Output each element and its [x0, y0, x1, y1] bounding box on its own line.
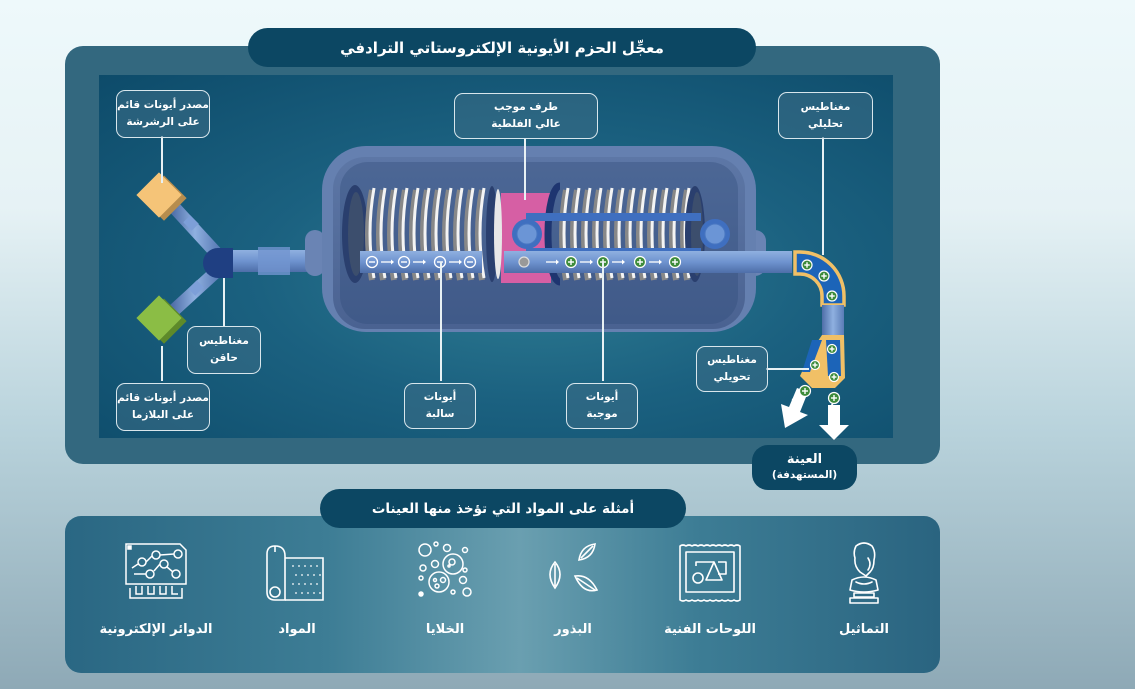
roll-pattern-dot	[310, 565, 312, 567]
page-title: معجِّل الحزم الأيونية الإلكتروستاتي التر…	[248, 28, 756, 67]
roll-pattern-dot	[313, 574, 315, 576]
sample-target: العينة (المستهدفة)	[752, 445, 857, 490]
surface-source-pipe	[167, 200, 223, 260]
roll-pattern-dot	[298, 583, 300, 585]
switching-magnet	[800, 335, 845, 388]
source-beamlines	[167, 200, 308, 317]
coil-ring-highlight	[478, 187, 486, 279]
roll-pattern-dot	[310, 583, 312, 585]
leader-negative-ions	[440, 262, 442, 381]
cells-icon	[418, 541, 472, 597]
circuit-board-icon	[125, 543, 187, 599]
label-switching-magnet: مغناطيس تحويلي	[696, 346, 768, 392]
analyzing-magnet	[793, 250, 846, 335]
leader-injector	[223, 278, 225, 326]
negative-ion	[463, 255, 477, 269]
roll-pattern-dot	[319, 574, 321, 576]
example-paintings: اللوحات الفنية	[640, 540, 780, 650]
roll-pattern-dot	[307, 592, 309, 594]
label-terminal: طرف موجب عالي الفلطية	[454, 93, 598, 139]
example-statues: التماثيل	[794, 540, 934, 650]
plasma-ion-source	[136, 295, 187, 344]
ion-output-arrows	[781, 384, 849, 440]
painting-icon	[679, 544, 741, 602]
label-surface-ion-source: مصدر أيونات قائم على الرشرشة	[116, 90, 210, 138]
leader-surface-source	[161, 136, 163, 183]
label-analyzing-magnet: مغناطيس تحليلي	[778, 92, 873, 139]
leader-positive-ions	[602, 262, 604, 381]
ion-arrow-right-label: أيونات	[828, 403, 837, 425]
roll-pattern-dot	[307, 574, 309, 576]
roll-pattern-dot	[319, 592, 321, 594]
examples-title: أمثلة على المواد التي تؤخذ منها العينات	[320, 489, 686, 528]
roll-pattern-dot	[301, 574, 303, 576]
example-seeds: البذور	[503, 540, 643, 650]
roll-pattern-dot	[301, 592, 303, 594]
leader-terminal	[524, 138, 526, 200]
label-negative-ions: أيونات سالبة	[404, 383, 476, 429]
negative-ion	[397, 255, 411, 269]
leader-switching	[766, 368, 809, 370]
roll-pattern-dot	[298, 565, 300, 567]
label-positive-ions: أيونات موجبة	[566, 383, 638, 429]
example-electronic-circuits: الدوائر الإلكترونية	[86, 540, 226, 650]
roll-pattern-dot	[316, 565, 318, 567]
beam-line	[360, 251, 792, 273]
leader-plasma-source	[161, 346, 163, 381]
injector-magnet	[203, 248, 233, 278]
seeds-icon	[549, 543, 599, 592]
sputter-ion-source	[136, 172, 187, 221]
neutral-atom	[518, 256, 530, 268]
example-materials: المواد	[227, 540, 367, 650]
roll-pattern-dot	[295, 592, 297, 594]
roll-pattern-dot	[304, 583, 306, 585]
ion-arrow-left	[781, 388, 808, 428]
roll-pattern-dot	[295, 574, 297, 576]
ion-arrow-right	[819, 405, 849, 440]
roll-pattern-dot	[292, 583, 294, 585]
material-roll-icon	[266, 545, 324, 601]
roll-pattern-dot	[292, 565, 294, 567]
roll-pattern-dot	[304, 565, 306, 567]
leader-analyzer	[822, 137, 824, 255]
label-injector-magnet: مغناطيس حاقن	[187, 326, 261, 374]
negative-ion	[365, 255, 379, 269]
roll-pattern-dot	[313, 592, 315, 594]
example-cells: الخلايا	[375, 540, 515, 650]
roll-pattern-dot	[316, 583, 318, 585]
examples-panel	[65, 516, 940, 673]
label-plasma-ion-source: مصدر أيونات قائم على البلازما	[116, 383, 210, 431]
statue-icon	[849, 542, 879, 604]
